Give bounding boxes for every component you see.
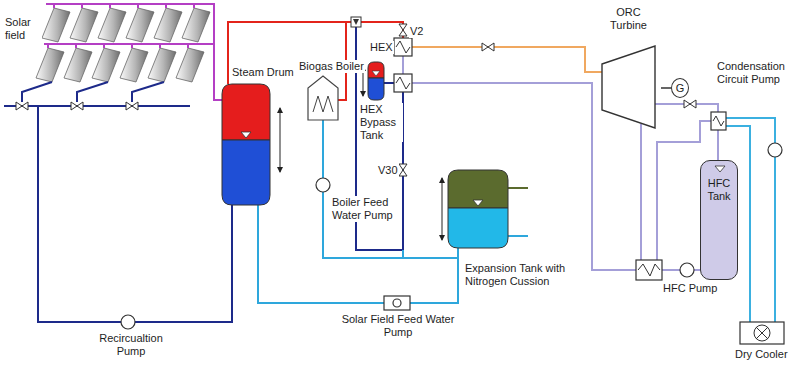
hfc-pipe	[403, 56, 718, 270]
water-return-pipe	[4, 27, 403, 322]
water-stub	[508, 235, 528, 237]
turbine-symbol	[602, 46, 655, 128]
turbine-symbol: ORC Turbine	[596, 4, 661, 130]
exchanger-zigzag	[396, 41, 410, 53]
tank-vessel: HFC Tank	[700, 160, 738, 280]
trough-collector	[36, 48, 64, 82]
level-marker	[241, 132, 251, 138]
boiler-coil	[313, 96, 333, 112]
equipment-label: Biogas Boiler	[298, 60, 365, 73]
equipment-label: Dry Cooler	[734, 348, 789, 361]
trough-collector	[126, 8, 154, 42]
drum-steam-space	[222, 84, 270, 140]
trough-collector	[42, 8, 70, 42]
node-text-group: G	[676, 82, 685, 95]
boiler-symbol	[308, 76, 338, 120]
equipment-label: HFC Pump	[662, 282, 718, 295]
level-bracket	[442, 178, 443, 240]
valve-symbol	[399, 164, 407, 176]
exchanger-zigzag	[713, 116, 724, 126]
equipment-label: Boiler Feed Water Pump	[331, 196, 399, 222]
equipment-label: Steam Drum	[231, 66, 295, 79]
equipment-label: Condensation Circuit Pump	[716, 60, 792, 86]
level-marker	[372, 71, 380, 76]
drum-water-space	[222, 140, 270, 205]
valve-symbol	[71, 102, 83, 110]
equipment-label: HEX Bypass Tank	[359, 103, 403, 142]
trough-collector	[70, 8, 98, 42]
exchanger-zigzag	[396, 77, 410, 89]
generator-circle: G	[671, 78, 689, 98]
node-label: ORC Turbine	[603, 6, 655, 32]
node-label: HFC Tank	[703, 177, 735, 203]
valve-symbol	[126, 102, 138, 110]
valve-symbol	[16, 102, 28, 110]
node-text-group: ORC Turbine	[603, 6, 655, 32]
level-marker	[473, 200, 483, 206]
feed-water-pipe	[258, 120, 458, 303]
valve-symbol	[482, 43, 494, 51]
generator-letter: G	[676, 82, 685, 95]
level-marker	[715, 166, 725, 172]
trough-collector	[120, 48, 148, 82]
fan-blades	[756, 327, 768, 339]
pump-symbol	[393, 299, 401, 307]
nitrogen-space	[448, 170, 508, 208]
tank-water-space	[368, 78, 384, 100]
valve-symbol	[399, 24, 407, 36]
pump-symbol	[768, 143, 782, 157]
trough-collector	[176, 48, 204, 82]
vapour-pipe	[412, 47, 602, 72]
valve-symbol	[684, 100, 696, 108]
equipment-label: Recircualtion Pump	[92, 332, 170, 358]
shaft-connector	[661, 87, 671, 89]
preheater-symbol	[394, 74, 412, 92]
splitter-mark	[353, 19, 359, 25]
fan-symbol	[754, 325, 770, 341]
trough-collector	[154, 8, 182, 42]
level-bracket	[280, 108, 281, 172]
trough-collector	[148, 48, 176, 82]
pump-box	[384, 296, 410, 310]
node-text-group: HFC Tank	[703, 177, 735, 203]
equipment-label: Solar field	[4, 16, 42, 42]
pump-symbol	[121, 315, 135, 329]
hot-oil-pipe	[44, 4, 222, 100]
equipment-label: V30	[377, 164, 399, 177]
equipment-label: Expansion Tank with Nitrogen Cussion	[464, 262, 584, 288]
recuperator-symbol	[636, 260, 662, 280]
evaporator-symbol	[394, 38, 412, 56]
pump-symbol	[316, 178, 330, 192]
condenser-symbol	[711, 112, 726, 130]
equipment-label: HEX	[369, 41, 394, 54]
equipment-label: V2	[409, 25, 424, 38]
trough-collector	[64, 48, 92, 82]
tank-water-space	[448, 208, 508, 248]
nitrogen-stub	[508, 187, 528, 189]
trough-collector	[92, 48, 120, 82]
pump-symbol	[680, 263, 694, 277]
dry-cooler-symbol	[740, 322, 784, 344]
trough-collector	[182, 8, 210, 42]
equipment-label: Solar Field Feed Water Pump	[337, 313, 459, 339]
exchanger-zigzag	[638, 264, 660, 276]
splitter-symbol	[351, 17, 361, 27]
trough-collector	[98, 8, 126, 42]
tank-steam-space	[368, 62, 384, 78]
